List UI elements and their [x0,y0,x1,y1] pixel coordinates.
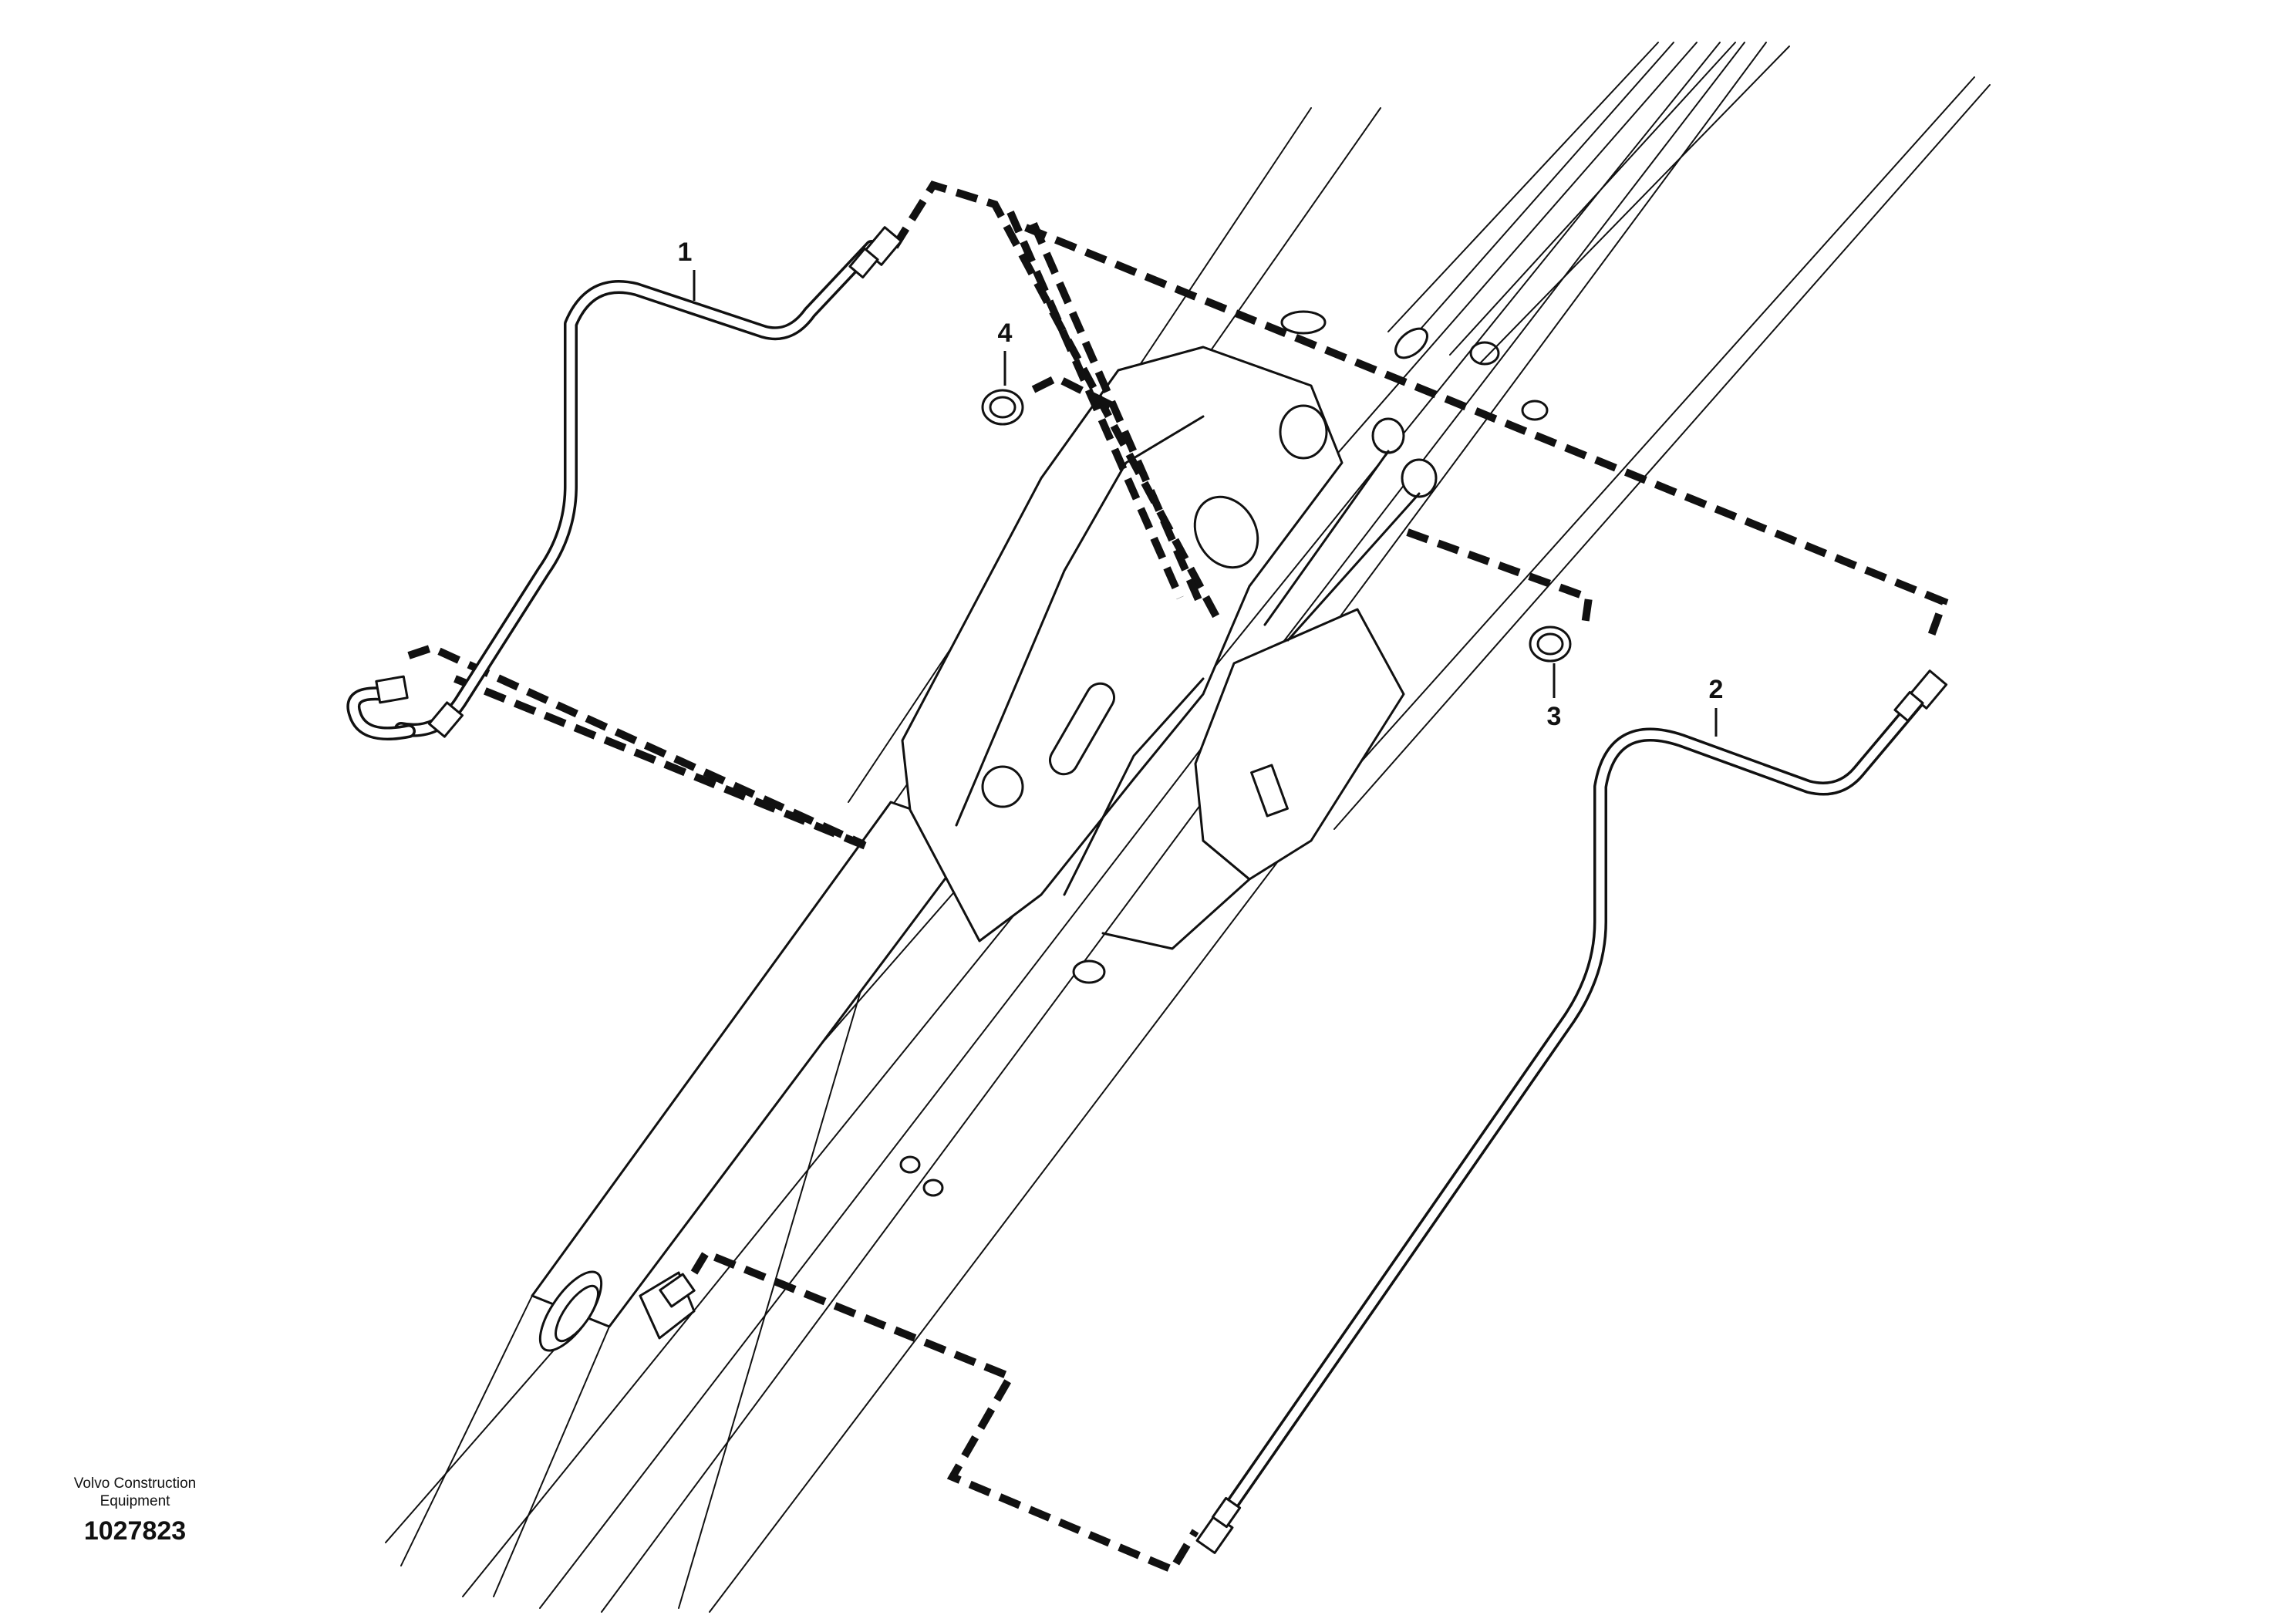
callout-3-label: 3 [1547,702,1562,731]
arm-bracket [899,310,1549,1197]
pipe-part-1 [346,226,903,740]
boom-outline [385,42,1991,1613]
dashed-connections [407,180,1949,1575]
callout-1: 1 [678,238,696,301]
pipe-part-2 [1195,669,1948,1554]
small-fittings [899,310,1549,1197]
boom-cylinder [400,801,981,1597]
brand-line-2: Equipment [99,1493,170,1509]
plug-part-4 [981,389,1024,426]
brand-caption: Volvo Construction Equipment [23,1475,247,1510]
brand-line-1: Volvo Construction [73,1475,197,1492]
callout-2: 2 [1709,675,1724,737]
plug-part-3 [1529,626,1572,663]
cylinder-elbow-fitting [639,1271,696,1340]
callout-4-label: 4 [998,319,1013,348]
callout-4: 4 [998,319,1013,386]
drawing-number: 1027823 [83,1516,187,1546]
callout-3: 3 [1547,663,1562,731]
callout-1-label: 1 [678,238,693,267]
callout-2-label: 2 [1709,675,1724,704]
upper-hoses [1263,42,1790,642]
